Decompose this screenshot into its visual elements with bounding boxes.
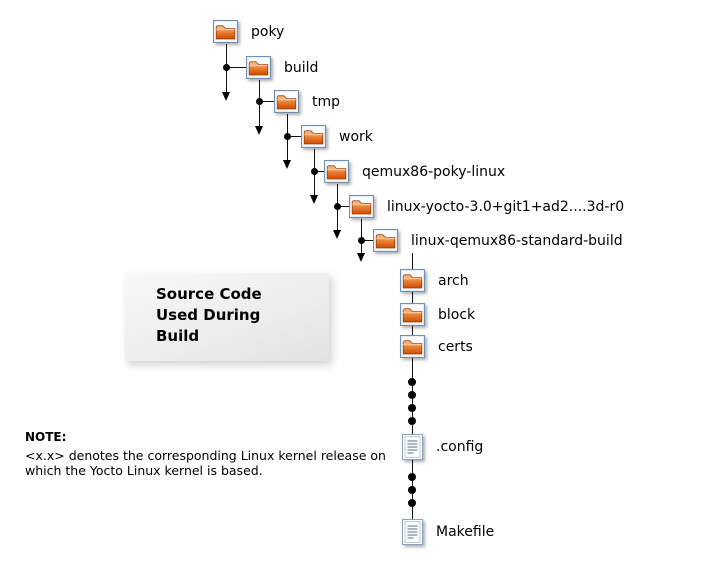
branch-dot bbox=[358, 237, 365, 244]
tree-node-build: build bbox=[246, 56, 318, 79]
tree-node-label: qemux86-poky-linux bbox=[362, 163, 506, 180]
branch-dot bbox=[223, 64, 230, 71]
branch-dot bbox=[311, 168, 318, 175]
tree-node-label: work bbox=[339, 128, 373, 145]
ellipsis-dot bbox=[408, 473, 416, 481]
tree-connector-line bbox=[361, 219, 362, 254]
note-title: NOTE: bbox=[25, 430, 67, 444]
tree-node-makefile: Makefile bbox=[402, 519, 494, 545]
ellipsis-dot bbox=[408, 417, 416, 425]
folder-icon bbox=[246, 56, 271, 79]
tree-node-label: block bbox=[438, 306, 476, 323]
folder-icon bbox=[274, 90, 299, 113]
note-block: NOTE: <x.x> denotes the corresponding Li… bbox=[25, 430, 386, 478]
tree-connector-line bbox=[412, 253, 413, 525]
tree-node-label: build bbox=[284, 59, 319, 76]
folder-icon bbox=[324, 160, 349, 183]
tree-connector-line bbox=[259, 101, 274, 102]
tree-node-label: poky bbox=[251, 23, 285, 40]
callout-line: Source Code bbox=[156, 285, 262, 303]
arrow-down-icon bbox=[357, 253, 365, 262]
file-icon bbox=[402, 519, 423, 545]
tree-node-arch: arch bbox=[400, 269, 469, 292]
callout-line: Build bbox=[156, 327, 200, 345]
tree-node-label: certs bbox=[438, 338, 473, 355]
tree-node-work: work bbox=[301, 125, 373, 148]
tree-node-poky: poky bbox=[213, 20, 284, 43]
folder-icon bbox=[373, 229, 398, 252]
folder-icon bbox=[400, 335, 425, 358]
folder-icon bbox=[400, 303, 425, 326]
source-code-callout: Source Code Used During Build bbox=[125, 273, 329, 361]
arrow-down-icon bbox=[283, 160, 291, 169]
note-text-line: <x.x> denotes the corresponding Linux ke… bbox=[25, 448, 386, 463]
ellipsis-dot bbox=[408, 499, 416, 507]
tree-node-label: Makefile bbox=[436, 524, 495, 540]
tree-node-linux-qemux86-standard-build: linux-qemux86-standard-build bbox=[373, 229, 623, 252]
callout-line: Used During bbox=[156, 306, 261, 324]
ellipsis-dot bbox=[408, 378, 416, 386]
tree-node-label: tmp bbox=[312, 93, 341, 110]
arrow-down-icon bbox=[333, 230, 341, 239]
tree-node-block: block bbox=[400, 303, 475, 326]
folder-icon bbox=[213, 20, 238, 43]
arrow-down-icon bbox=[310, 195, 318, 204]
note-text-line: which the Yocto Linux kernel is based. bbox=[25, 463, 263, 478]
branch-dot bbox=[334, 203, 341, 210]
arrow-down-icon bbox=[255, 126, 263, 135]
arrow-down-icon bbox=[222, 92, 230, 101]
tree-node-label: linux-qemux86-standard-build bbox=[411, 232, 623, 249]
file-icon bbox=[402, 434, 423, 460]
tree-node-label: arch bbox=[438, 272, 469, 289]
tree-connector-line bbox=[287, 136, 301, 137]
tree-node-certs: certs bbox=[400, 335, 473, 358]
ellipsis-dot bbox=[408, 486, 416, 494]
tree-node-label: linux-yocto-3.0+git1+ad2....3d-r0 bbox=[387, 198, 625, 215]
tree-node-label: .config bbox=[436, 439, 484, 455]
branch-dot bbox=[256, 98, 263, 105]
tree-connector-line bbox=[314, 171, 324, 172]
tree-node-tmp: tmp bbox=[274, 90, 340, 113]
tree-connector-line bbox=[361, 240, 373, 241]
tree-node-linux-yocto: linux-yocto-3.0+git1+ad2....3d-r0 bbox=[349, 195, 624, 218]
ellipsis-dot bbox=[408, 391, 416, 399]
tree-connector-line bbox=[337, 206, 349, 207]
tree-connector-line bbox=[226, 67, 246, 68]
branch-dot bbox=[284, 133, 291, 140]
tree-node-qemux86-poky-linux: qemux86-poky-linux bbox=[324, 160, 505, 183]
ellipsis-dot bbox=[408, 404, 416, 412]
folder-icon bbox=[349, 195, 374, 218]
tree-node-config-file: .config bbox=[402, 434, 483, 460]
folder-icon bbox=[400, 269, 425, 292]
folder-icon bbox=[301, 125, 326, 148]
